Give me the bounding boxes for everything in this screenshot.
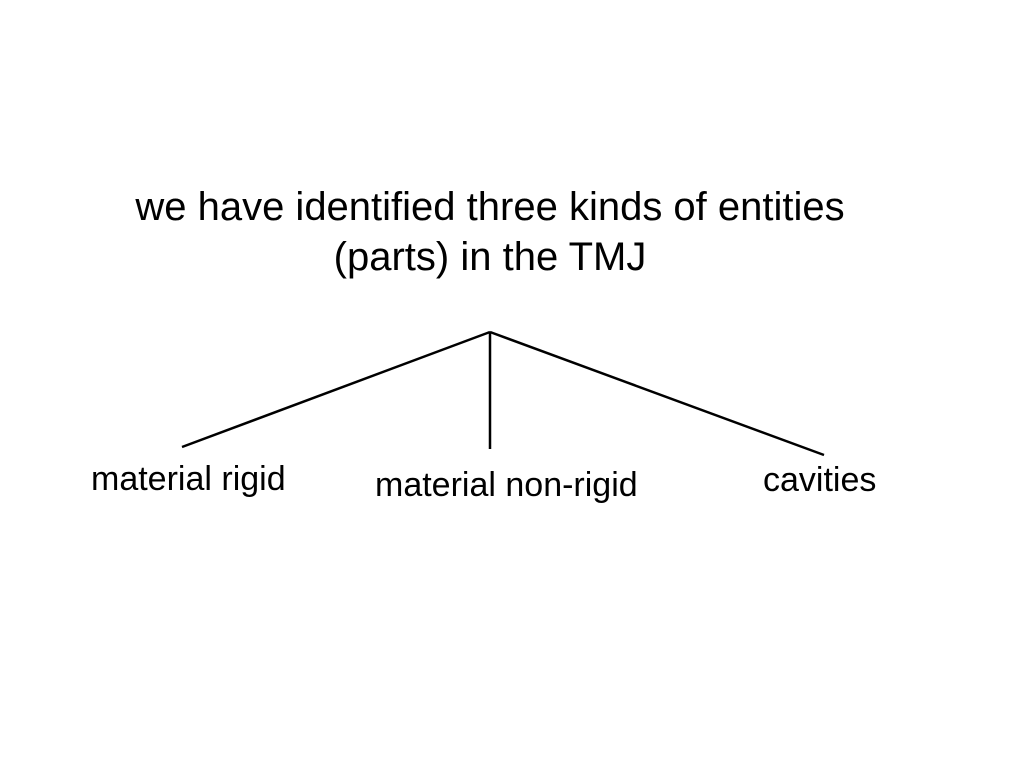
node-material-rigid: material rigid: [91, 460, 286, 498]
branch-line-left: [181, 330, 491, 449]
title-line-2: (parts) in the TMJ: [333, 235, 647, 279]
slide-title: we have identified three kinds of entiti…: [40, 182, 940, 282]
title-line-1: we have identified three kinds of entiti…: [135, 185, 845, 229]
node-cavities: cavities: [763, 461, 877, 499]
node-material-non-rigid: material non-rigid: [375, 466, 638, 504]
branch-line-right: [489, 330, 825, 457]
